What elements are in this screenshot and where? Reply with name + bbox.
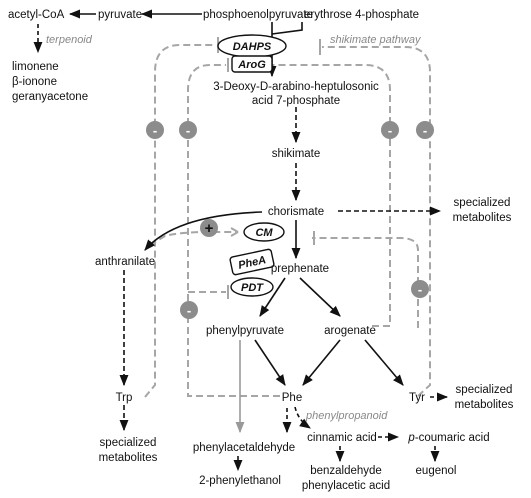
label-prephenate: prephenate bbox=[271, 263, 329, 275]
enzyme-dahps: DAHPS bbox=[217, 34, 287, 58]
label-spec-top-1: specialized bbox=[454, 197, 511, 209]
compound-labels: acetyl-CoA pyruvate phosphoenolpyruvate … bbox=[8, 9, 514, 492]
label-ionone: β-ionone bbox=[12, 76, 57, 88]
label-phenylacetaldehyde: phenylacetaldehyde bbox=[193, 442, 295, 454]
label-chorismate: chorismate bbox=[268, 206, 324, 218]
arrow-chorismate-anthranilate bbox=[144, 211, 263, 251]
label-shikimate: shikimate bbox=[272, 148, 321, 160]
arrow-pep-e4p-merge bbox=[271, 22, 303, 35]
feedback-lines bbox=[144, 44, 431, 398]
feedback-phe-arog bbox=[187, 64, 280, 397]
regulation-ends bbox=[217, 37, 321, 299]
label-e4p: erythrose 4-phosphate bbox=[304, 9, 419, 21]
enzyme-pdt: PDT bbox=[230, 277, 274, 297]
svg-text:PheA: PheA bbox=[237, 254, 267, 272]
label-tyr: Tyr bbox=[409, 392, 425, 404]
label-geranylacetone: geranyacetone bbox=[12, 91, 88, 103]
activate-sign-cm: + bbox=[200, 219, 218, 237]
label-eugenol: eugenol bbox=[416, 465, 457, 477]
svg-text:-: - bbox=[187, 303, 191, 318]
label-acetyl-coa: acetyl-CoA bbox=[8, 9, 65, 21]
arrow-phe-cinnamic bbox=[294, 406, 311, 429]
label-pyruvate: pyruvate bbox=[98, 9, 142, 21]
svg-text:DAHPS: DAHPS bbox=[233, 41, 272, 53]
inhibit-sign-outer-left: - bbox=[146, 121, 164, 139]
inhibitor-circles: - - - - - - + bbox=[146, 121, 434, 319]
note-terpenoid: terpenoid bbox=[46, 34, 93, 46]
arrow-phenylpyruvate-phe bbox=[254, 339, 286, 386]
svg-text:-: - bbox=[186, 123, 190, 138]
arrow-prephenate-arogenate bbox=[299, 277, 341, 317]
inhibit-sign-pdt: - bbox=[180, 301, 198, 319]
note-shikimate-pathway: shikimate pathway bbox=[330, 34, 422, 46]
label-trp: Trp bbox=[116, 392, 133, 404]
svg-text:AroG: AroG bbox=[237, 59, 266, 71]
note-phenylpropanoid: phenylpropanoid bbox=[305, 410, 388, 422]
feedback-tyr-dahps bbox=[322, 46, 431, 397]
feedback-trp-dahps bbox=[144, 44, 216, 398]
label-pep: phosphoenolpyruvate bbox=[203, 9, 313, 21]
enzyme-phea: PheA bbox=[229, 248, 275, 276]
pathway-arrows bbox=[33, 9, 449, 472]
svg-text:CM: CM bbox=[255, 227, 273, 239]
feedback-tyr-cm bbox=[312, 237, 419, 328]
label-spec-left-1: specialized bbox=[100, 437, 157, 449]
label-phenylpyruvate: phenylpyruvate bbox=[206, 325, 284, 337]
label-arogenate: arogenate bbox=[324, 325, 376, 337]
arrow-arogenate-phe bbox=[302, 339, 341, 386]
svg-text:-: - bbox=[423, 123, 427, 138]
svg-text:-: - bbox=[153, 123, 157, 138]
label-dahp-line2: acid 7-phosphate bbox=[252, 95, 340, 107]
label-dahp-line1: 3-Deoxy-D-arabino-heptulosonic bbox=[213, 81, 379, 93]
pathway-notes: terpenoid shikimate pathway phenylpropan… bbox=[46, 34, 422, 422]
label-phenylethanol: 2-phenylethanol bbox=[199, 475, 281, 487]
inhibit-sign-inner-right: - bbox=[381, 121, 399, 139]
svg-text:PDT: PDT bbox=[241, 282, 264, 294]
label-spec-right-1: specialized bbox=[456, 384, 513, 396]
label-spec-right-2: metabolites bbox=[455, 399, 514, 411]
inhibit-sign-tyr-cm: - bbox=[411, 280, 429, 298]
activation-trp-cm bbox=[149, 231, 238, 246]
label-coumaric: p-coumaric acid bbox=[407, 432, 489, 444]
inhibit-sign-inner-left: - bbox=[179, 121, 197, 139]
enzyme-arog: AroG bbox=[231, 55, 273, 73]
svg-text:+: + bbox=[205, 220, 214, 237]
enzyme-cm: CM bbox=[243, 222, 285, 242]
label-phe: Phe bbox=[282, 392, 302, 404]
label-limonene: limonene bbox=[12, 61, 59, 73]
label-spec-top-2: metabolites bbox=[453, 212, 512, 224]
label-phenylacetic: phenylacetic acid bbox=[302, 480, 390, 492]
label-cinnamic: cinnamic acid bbox=[307, 432, 377, 444]
arrow-arogenate-tyr bbox=[364, 339, 404, 386]
label-benzaldehyde: benzaldehyde bbox=[310, 465, 382, 477]
inhibit-sign-outer-right: - bbox=[416, 121, 434, 139]
feedback-arogenate-arog bbox=[272, 64, 391, 327]
label-spec-left-2: metabolites bbox=[99, 452, 158, 464]
label-anthranilate: anthranilate bbox=[95, 256, 155, 268]
arrow-prephenate-phenylpyruvate bbox=[259, 277, 286, 317]
svg-text:-: - bbox=[388, 123, 392, 138]
svg-text:-: - bbox=[418, 282, 422, 297]
